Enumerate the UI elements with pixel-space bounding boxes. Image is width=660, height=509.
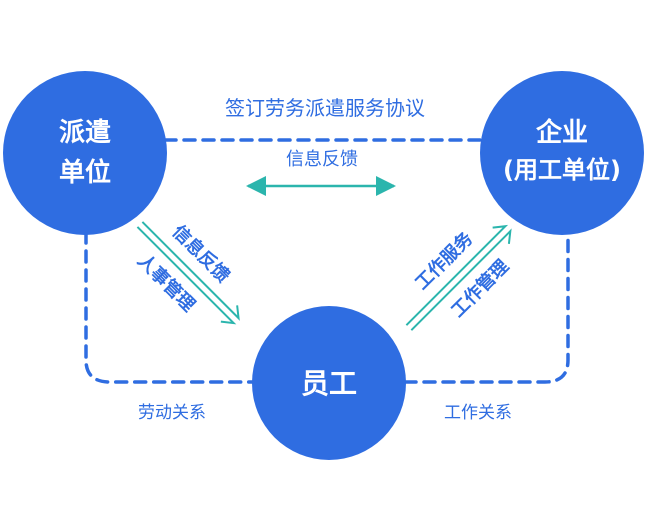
- left-arrow-lower: [136, 226, 237, 325]
- employee-label: 员工: [301, 367, 357, 400]
- labor-relation-label: 劳动关系: [138, 403, 206, 423]
- agreement-label: 签订劳务派遣服务协议: [225, 96, 425, 120]
- enterprise-node: [480, 71, 644, 235]
- work-relation-label: 工作关系: [444, 403, 512, 423]
- enterprise-label-line2: (用工单位): [503, 156, 621, 184]
- top-feedback-label: 信息反馈: [286, 149, 358, 170]
- dispatch-unit-label-line2: 单位: [59, 157, 111, 188]
- dispatch-unit-node: [3, 71, 167, 235]
- left-arrow-upper: [141, 221, 240, 321]
- dashed-link-right: [403, 230, 570, 384]
- right-mgmt-label: 工作管理: [447, 255, 513, 321]
- dispatch-unit-label-line1: 派遣: [59, 118, 111, 148]
- right-service-label: 工作服务: [411, 227, 478, 294]
- right-arrow-upper: [405, 224, 509, 326]
- dashed-link-left: [84, 230, 257, 384]
- left-hr-label: 人事管理: [133, 250, 199, 316]
- employee-node: [252, 306, 406, 460]
- enterprise-label-line1: 企业: [536, 117, 588, 148]
- right-arrow-lower: [410, 228, 512, 331]
- left-feedback-label: 信息反馈: [168, 221, 234, 287]
